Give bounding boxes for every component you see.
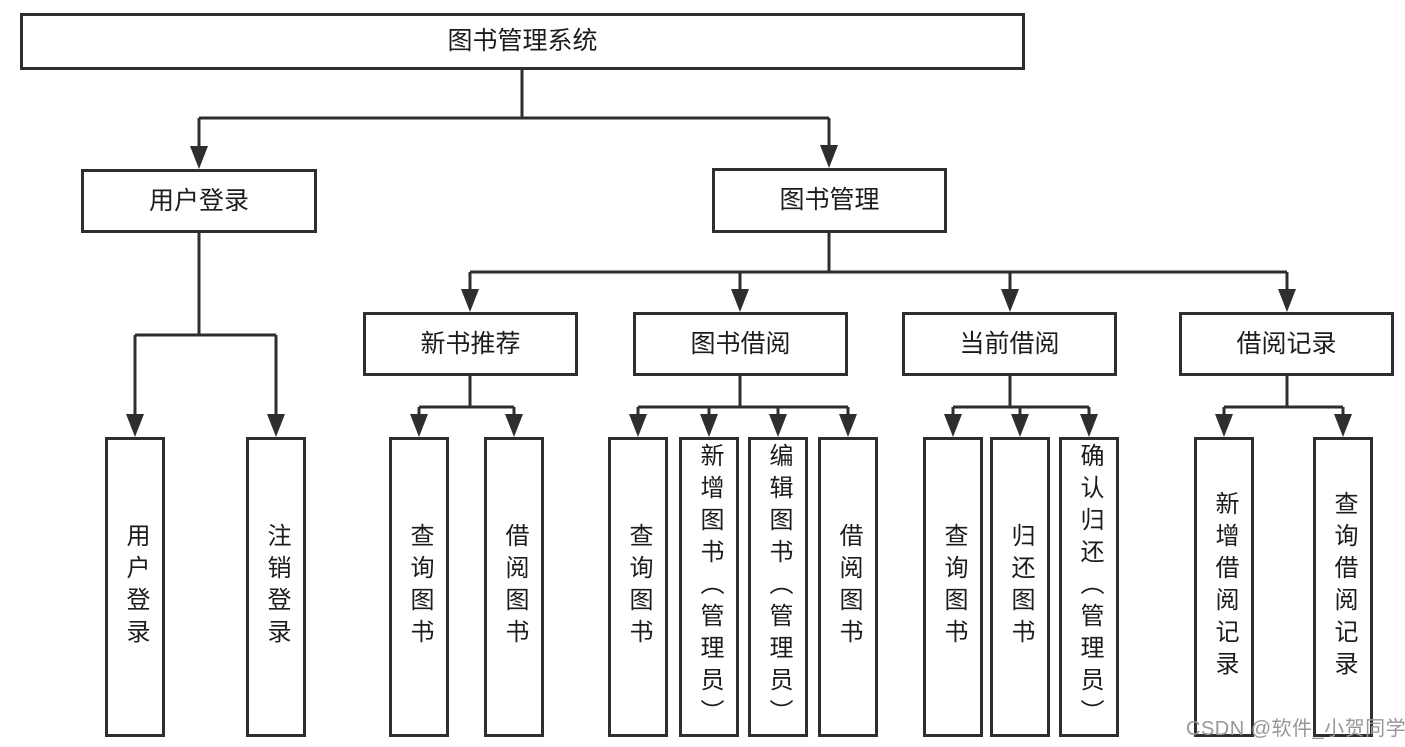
- node-book-management: 图书管理: [712, 168, 947, 233]
- node-user-login: 用户登录: [81, 169, 317, 233]
- leaf-query-books-borrowing: 查询图书: [608, 437, 668, 737]
- csdn-watermark: CSDN @软件_小贺同学: [1186, 718, 1405, 740]
- leaf-add-borrow-record: 新增借阅记录: [1194, 437, 1254, 737]
- leaf-borrow-books-recommend: 借阅图书: [484, 437, 544, 737]
- leaf-confirm-return-admin: 确认归还（管理员）: [1059, 437, 1119, 737]
- node-library-management-system: 图书管理系统: [20, 13, 1025, 70]
- leaf-add-books-admin: 新增图书（管理员）: [679, 437, 739, 737]
- leaf-return-books: 归还图书: [990, 437, 1050, 737]
- leaf-user-login: 用户登录: [105, 437, 165, 737]
- leaf-query-borrow-record: 查询借阅记录: [1313, 437, 1373, 737]
- leaf-borrow-books: 借阅图书: [818, 437, 878, 737]
- leaf-query-books-current: 查询图书: [923, 437, 983, 737]
- node-book-borrowing: 图书借阅: [633, 312, 848, 376]
- node-current-borrowing: 当前借阅: [902, 312, 1117, 376]
- leaf-logout: 注销登录: [246, 437, 306, 737]
- leaf-query-books-recommend: 查询图书: [389, 437, 449, 737]
- node-new-book-recommendation: 新书推荐: [363, 312, 578, 376]
- leaf-edit-books-admin: 编辑图书（管理员）: [748, 437, 808, 737]
- node-borrowing-records: 借阅记录: [1179, 312, 1394, 376]
